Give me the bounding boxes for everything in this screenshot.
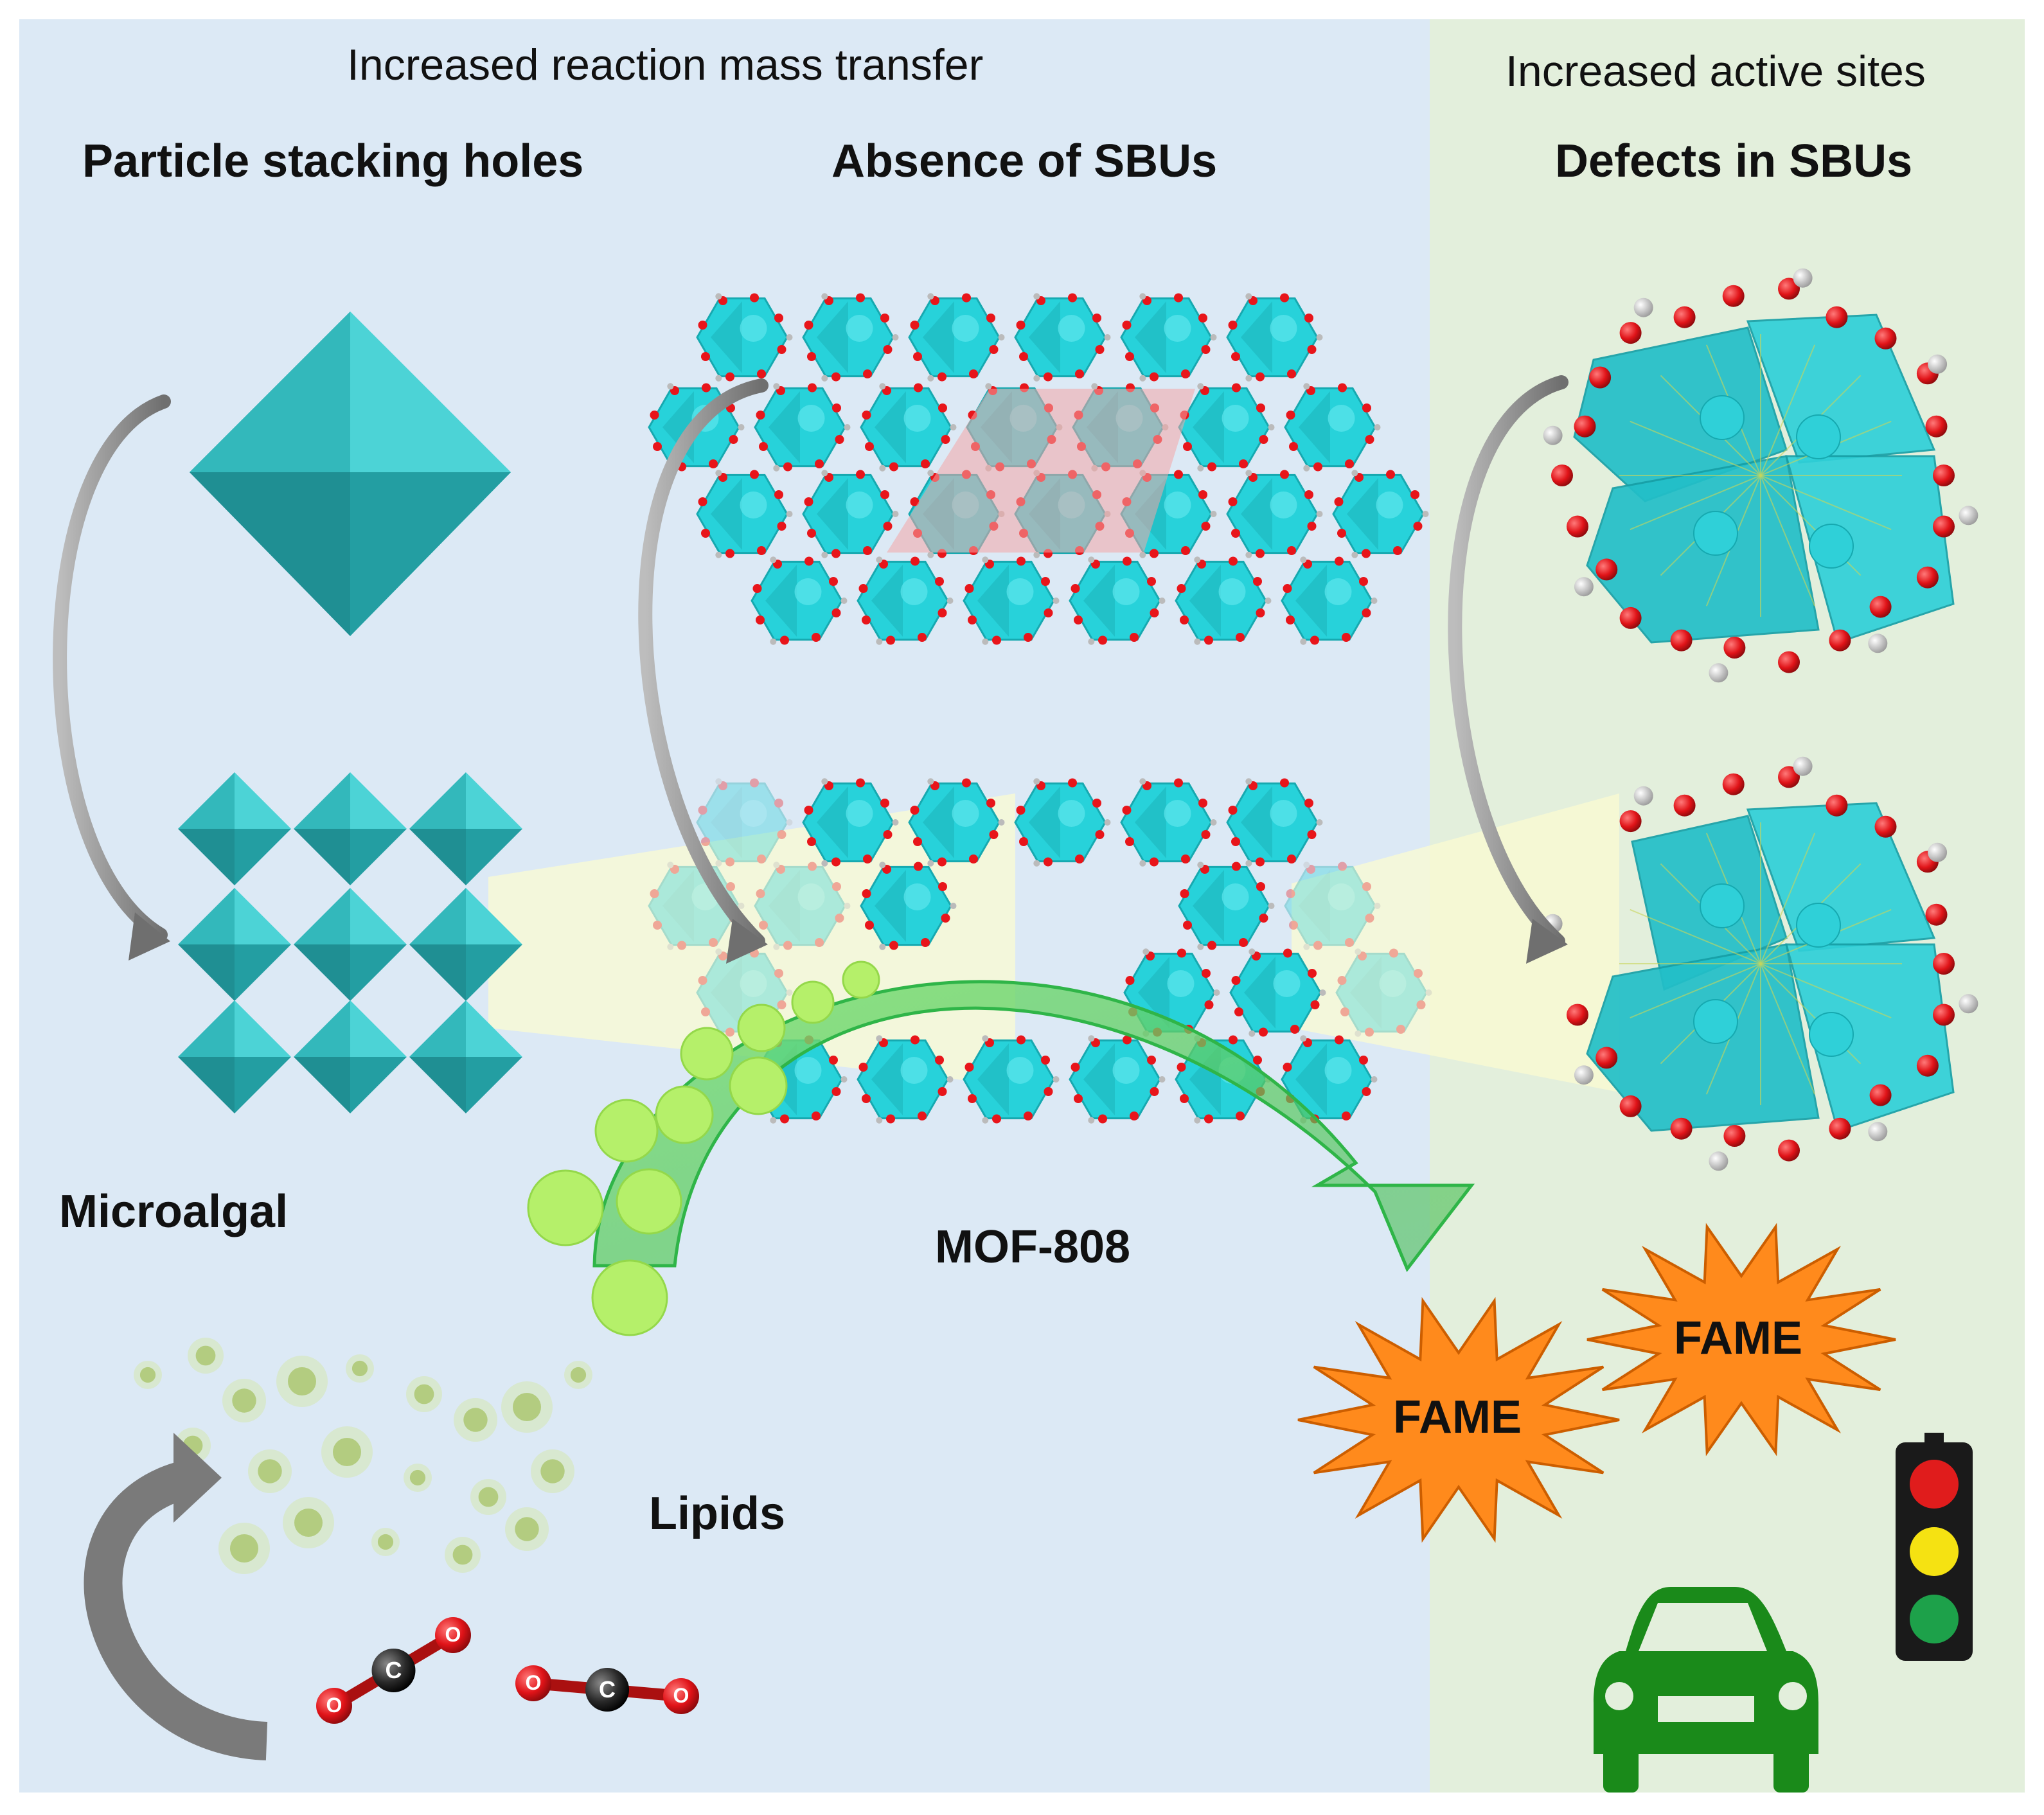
fame-label-1: FAME xyxy=(1393,1392,1522,1443)
co2-molecule: OOC xyxy=(515,1665,699,1714)
sbu-hexagon xyxy=(802,293,899,382)
sbu-hexagon xyxy=(1120,293,1217,382)
small-octahedron-icon xyxy=(409,1000,522,1113)
sbu-hexagon xyxy=(1014,293,1111,382)
car-icon xyxy=(1594,1587,1818,1793)
arrowheads xyxy=(129,912,1568,964)
sbu-cluster xyxy=(1543,756,1978,1171)
sbu-hexagon xyxy=(754,862,851,950)
sbu-hexagon xyxy=(1175,556,1272,645)
starburst-icon xyxy=(1297,1223,1896,1543)
sbu-hexagon xyxy=(1120,778,1217,867)
sbu-hexagon xyxy=(1069,556,1166,645)
sbu-hexagon xyxy=(1284,383,1381,472)
sbu-hexagon xyxy=(696,470,793,558)
traffic-light-icon xyxy=(1896,1433,1973,1661)
microalgae-cells xyxy=(134,1338,592,1574)
sbu-hexagon xyxy=(1332,470,1429,558)
small-octahedron-icon xyxy=(294,772,407,885)
fame-label-2: FAME xyxy=(1674,1313,1803,1364)
title-particle-stacking: Particle stacking holes xyxy=(82,136,584,187)
sbu-hexagon xyxy=(908,778,1005,867)
co2-o-label: O xyxy=(445,1623,461,1646)
label-mof-808: MOF-808 xyxy=(935,1221,1131,1273)
co2-o-label: O xyxy=(526,1671,542,1694)
small-octahedron-icon xyxy=(294,888,407,1001)
octahedra-grid xyxy=(178,772,522,1113)
header-mass-transfer: Increased reaction mass transfer xyxy=(347,40,984,89)
octahedron-icon xyxy=(190,312,511,636)
sbu-hexagon xyxy=(754,383,851,472)
small-octahedron-icon xyxy=(178,888,291,1001)
sbu-hexagon xyxy=(860,383,957,472)
sbu-hexagon xyxy=(1014,778,1111,867)
label-lipids: Lipids xyxy=(649,1488,785,1539)
sbu-cluster xyxy=(1543,268,1978,683)
co2-c-label: C xyxy=(386,1657,402,1683)
co2-to-algae-arrow xyxy=(84,1458,268,1760)
title-absence-sbus: Absence of SBUs xyxy=(831,136,1218,187)
lipid-droplets xyxy=(527,961,880,1336)
sbu-hexagon xyxy=(802,470,899,558)
sbu-hexagon xyxy=(1226,293,1323,382)
co2-molecule: O O C xyxy=(316,1617,471,1724)
zoom-beam-right xyxy=(1292,793,1619,1092)
co2-o-label: O xyxy=(673,1684,689,1707)
small-octahedron-icon xyxy=(409,888,522,1001)
label-microalgal: Microalgal xyxy=(59,1186,289,1237)
sbu-hexagon xyxy=(802,778,899,867)
sbu-hexagon xyxy=(1226,470,1323,558)
sbu-hexagon xyxy=(1281,556,1378,645)
sbu-cluster-icon xyxy=(1543,268,1978,683)
sbu-cluster-defective-icon xyxy=(1543,756,1978,1171)
co2-o-label: O xyxy=(326,1694,342,1717)
co2-molecule-icon: O O C O O C xyxy=(316,1617,699,1724)
sbu-hexagon xyxy=(963,1035,1060,1124)
title-defects-sbus: Defects in SBUs xyxy=(1555,136,1913,187)
sbu-hexagon xyxy=(857,1035,954,1124)
co2-c-label: C xyxy=(599,1676,616,1703)
co2-arrowhead xyxy=(173,1433,222,1523)
sbu-hexagon xyxy=(696,778,793,867)
sbu-hexagon xyxy=(696,293,793,382)
sbu-hexagon xyxy=(857,556,954,645)
curved-arrow-icon xyxy=(53,375,1569,948)
small-octahedron-icon xyxy=(178,1000,291,1113)
flow-arrow xyxy=(592,980,1475,1272)
sbu-hexagon xyxy=(908,293,1005,382)
sbu-hexagon xyxy=(1284,862,1381,950)
small-octahedron-icon xyxy=(294,1000,407,1113)
sbu-hexagon xyxy=(963,556,1060,645)
sbu-hexagon xyxy=(1229,948,1326,1037)
small-octahedron-icon xyxy=(178,772,291,885)
sbu-hexagon xyxy=(1226,778,1323,867)
small-octahedron-icon xyxy=(409,772,522,885)
sbu-hexagon xyxy=(1335,948,1432,1037)
header-active-sites: Increased active sites xyxy=(1506,47,1926,96)
sbu-hexagon xyxy=(1178,862,1275,950)
missing-sbu-highlight xyxy=(887,389,1195,553)
sbu-hexagon xyxy=(1069,1035,1166,1124)
sbu-hexagon xyxy=(860,862,957,950)
sbu-hexagon xyxy=(751,556,848,645)
